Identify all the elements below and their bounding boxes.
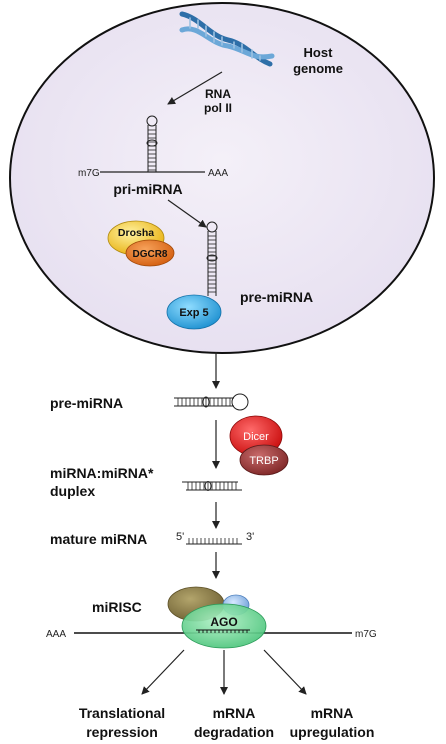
pre-mirna-cytoplasm-label: pre-miRNA (50, 395, 123, 411)
guide-mirna-in-ago (196, 629, 250, 633)
mirna-duplex (182, 481, 242, 491)
poly-a-label: AAA (208, 168, 228, 179)
m7g-cap-label: m7G (78, 168, 100, 179)
duplex-label-line2: duplex (50, 483, 95, 499)
five-prime-label: 5' (176, 531, 184, 543)
translational-repression-label-line1: Translational (79, 705, 165, 721)
pre-mirna-hairpin-nuclear (206, 221, 218, 296)
three-prime-label: 3' (246, 531, 254, 543)
nucleus-membrane (9, 2, 435, 354)
target-poly-a-label: AAA (46, 629, 66, 640)
mrna-degradation-label-line2: degradation (194, 724, 274, 740)
mirisc-label: miRISC (92, 599, 142, 615)
target-m7g-label: m7G (355, 629, 377, 640)
trbp-protein (239, 444, 289, 476)
mature-mirna-label: mature miRNA (50, 531, 147, 547)
ago-label: AGO (210, 615, 237, 629)
rna-pol-label-line2: pol II (204, 101, 232, 115)
duplex-label-line1: miRNA:miRNA* (50, 465, 154, 481)
mrna-upregulation-arrow (263, 649, 307, 695)
dna-helix-icon (179, 11, 275, 67)
dicer-label: Dicer (243, 431, 269, 443)
drosha-processing-arrow (167, 199, 207, 228)
trbp-label: TRBP (249, 455, 278, 467)
exportin-5-label: Exp 5 (179, 307, 208, 319)
pre-mirna-hairpin-cytoplasmic (174, 393, 249, 411)
pri-mirna-label: pri-miRNA (113, 181, 182, 197)
exportin-5-protein (166, 294, 222, 330)
dgcr8-label: DGCR8 (132, 249, 167, 260)
pre-mirna-nuclear-label: pre-miRNA (240, 289, 313, 305)
host-genome-label-line2: genome (293, 61, 343, 76)
mature-mirna-strand (186, 538, 242, 545)
dgcr8-protein (125, 239, 175, 267)
mrna-upregulation-label-line2: upregulation (290, 724, 375, 740)
host-genome-label-line1: Host (304, 45, 334, 60)
translational-repression-arrow (141, 649, 185, 695)
mrna-upregulation-label-line1: mRNA (311, 705, 354, 721)
pri-mirna-hairpin (100, 115, 205, 173)
drosha-label: Drosha (118, 227, 154, 239)
translational-repression-label-line2: repression (86, 724, 158, 740)
rna-pol-label-line1: RNA (205, 87, 231, 101)
transcription-arrow (167, 71, 223, 105)
mrna-degradation-label-line1: mRNA (213, 705, 256, 721)
ago-protein (181, 603, 267, 649)
